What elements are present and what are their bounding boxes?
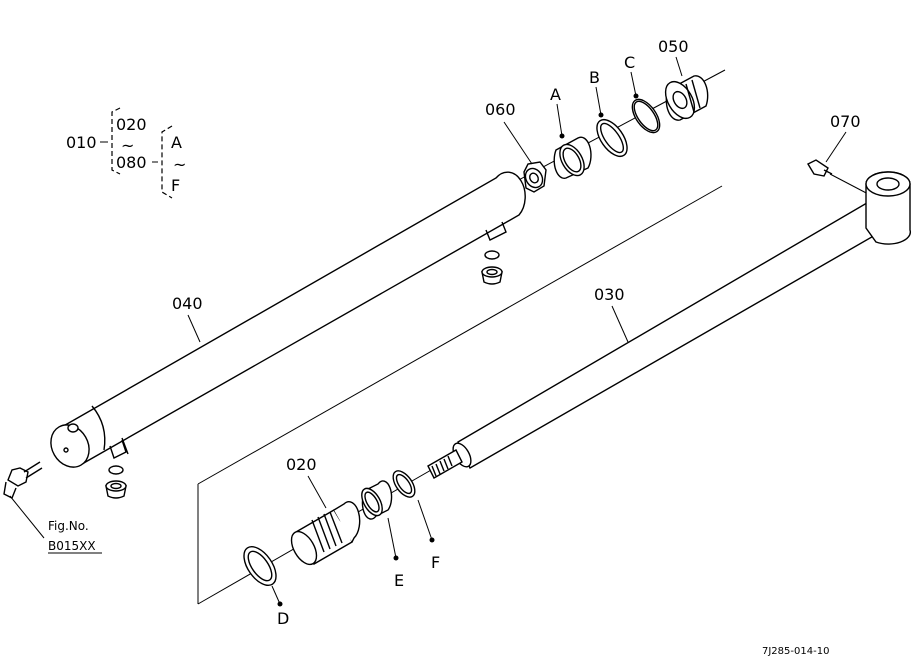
cylinder-head-020[interactable] [286,501,361,569]
label-range-020: 020 [116,115,147,134]
assembly-range-bracket: 010 020 ~ 080 A ~ F [66,107,186,199]
figure-reference[interactable]: Fig.No. B015XX [48,519,102,554]
fig-number[interactable]: B015XX [48,539,96,553]
drain-plug-upper[interactable] [481,250,503,285]
seal-ring-B[interactable] [591,114,633,161]
drain-plug-lower[interactable] [105,465,127,499]
label-010[interactable]: 010 [66,133,97,152]
drawing-code: 7J285-014-10 [762,646,829,657]
label-range-F: F [171,176,180,195]
label-070[interactable]: 070 [830,112,861,131]
label-030[interactable]: 030 [594,285,625,304]
label-range-A: A [171,133,182,152]
label-C[interactable]: C [624,53,635,72]
label-E[interactable]: E [394,571,404,590]
label-060[interactable]: 060 [485,100,516,119]
range-tilde-2: ~ [173,155,186,174]
label-040[interactable]: 040 [172,294,203,313]
label-D[interactable]: D [277,609,289,628]
label-B[interactable]: B [589,68,600,87]
backup-ring-D[interactable] [238,541,283,591]
label-020[interactable]: 020 [286,455,317,474]
piston-050[interactable] [660,75,709,124]
label-F[interactable]: F [431,553,440,572]
label-050[interactable]: 050 [658,37,689,56]
fig-label: Fig.No. [48,519,89,533]
wiper-ring-F[interactable] [389,467,419,501]
piston-rod-030[interactable] [427,171,912,479]
nut-060[interactable] [522,161,547,193]
label-A[interactable]: A [550,85,561,104]
range-tilde-1: ~ [121,136,134,155]
wear-ring-A[interactable] [553,136,592,180]
elbow-fitting[interactable] [3,461,45,539]
cylinder-tube-040[interactable] [43,171,526,474]
seal-E[interactable] [358,480,393,520]
grease-nipple-070[interactable] [807,159,833,177]
label-range-080: 080 [116,153,147,172]
o-ring-C[interactable] [627,95,665,138]
